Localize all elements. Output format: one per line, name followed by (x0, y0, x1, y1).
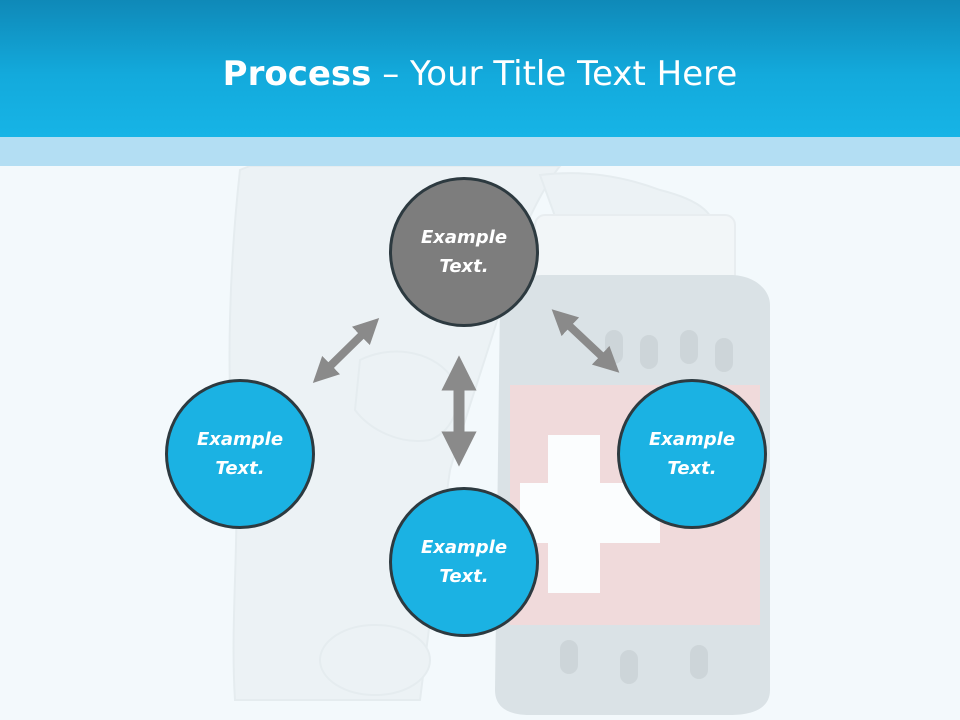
arrow-top-right (551, 309, 620, 373)
process-node-left[interactable]: Example Text. (165, 379, 315, 529)
node-top-label: Example Text. (420, 227, 508, 277)
process-node-right[interactable]: Example Text. (617, 379, 767, 529)
title-bold: Process (222, 54, 372, 94)
process-node-bottom[interactable]: Example Text. (389, 487, 539, 637)
title-band (0, 137, 960, 166)
title-text: Your Title Text Here (410, 54, 738, 94)
node-right-label: Example Text. (648, 429, 736, 479)
title-bar (0, 0, 960, 137)
arrow-top-left (312, 318, 380, 383)
process-node-top[interactable]: Example Text. (389, 177, 539, 327)
node-left-label: Example Text. (196, 429, 284, 479)
title-separator: – (371, 54, 411, 94)
node-bottom-label: Example Text. (420, 537, 508, 587)
slide-title[interactable]: Process – Your Title Text Here (0, 52, 960, 96)
